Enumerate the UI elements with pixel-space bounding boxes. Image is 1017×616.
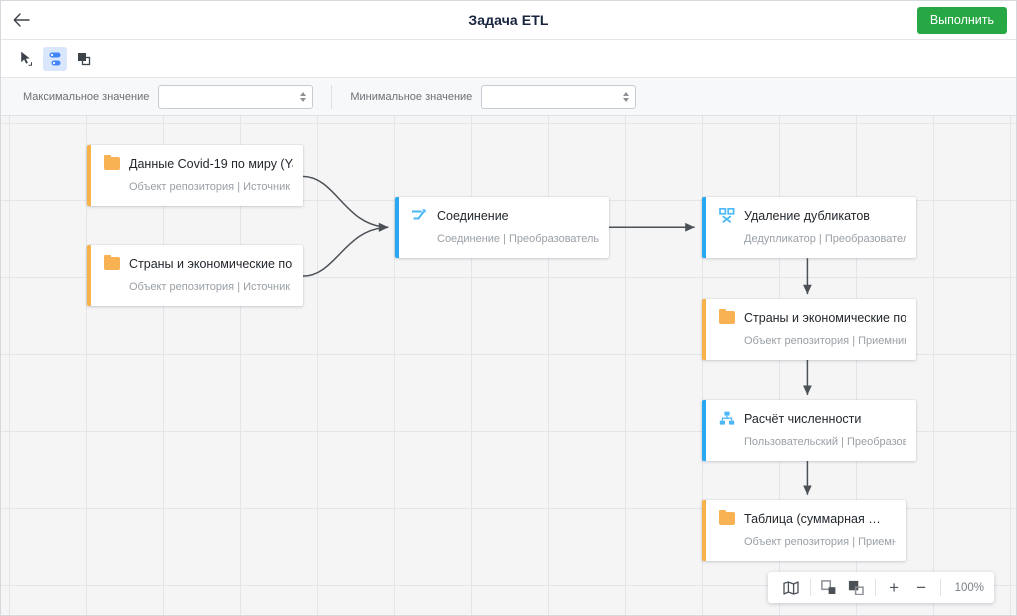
node-title: Расчёт численности bbox=[744, 411, 862, 426]
node-subtitle: Объект репозитория | Приемник bbox=[744, 536, 896, 548]
zoom-in-button[interactable]: + bbox=[889, 578, 900, 597]
node-header: Таблица (суммарная … bbox=[718, 509, 896, 528]
max-value-stepper[interactable] bbox=[300, 91, 307, 102]
node-title: Удаление дубликатов bbox=[744, 208, 870, 223]
node-header: Страны и экономические пок… bbox=[718, 308, 906, 327]
stepper-down-icon[interactable] bbox=[623, 97, 630, 102]
graph-node-countries-source[interactable]: Страны и экономические пок… Объект репоз… bbox=[87, 245, 303, 306]
min-value-filter: Минимальное значение bbox=[350, 84, 637, 109]
min-value-input[interactable] bbox=[481, 84, 637, 109]
node-accent-bar bbox=[702, 400, 706, 461]
snapshot-icon bbox=[78, 52, 91, 65]
node-accent-bar bbox=[702, 197, 706, 258]
graph-node-join[interactable]: Соединение Соединение | Преобразователь bbox=[395, 197, 609, 258]
back-button[interactable] bbox=[1, 1, 41, 39]
snapshot-tool[interactable] bbox=[72, 47, 96, 71]
node-title: Страны и экономические пок… bbox=[744, 310, 906, 325]
page-title: Задача ETL bbox=[468, 12, 549, 28]
filter-divider bbox=[331, 84, 333, 109]
node-title: Соединение bbox=[437, 208, 509, 223]
folder-icon bbox=[103, 154, 120, 172]
canvas-toolbar bbox=[1, 40, 1016, 78]
node-accent-bar bbox=[395, 197, 399, 258]
node-header: Данные Covid-19 по миру (Yan… bbox=[103, 154, 293, 173]
edge-covid-join bbox=[302, 175, 389, 232]
node-header: Расчёт численности bbox=[718, 409, 906, 428]
minimap-button[interactable] bbox=[778, 573, 805, 602]
pointer-select-icon bbox=[20, 51, 32, 66]
node-title: Страны и экономические пок… bbox=[129, 256, 293, 271]
node-body: Удаление дубликатов Дедупликатор | Преоб… bbox=[706, 197, 916, 258]
node-accent-bar bbox=[87, 145, 91, 206]
max-value-label: Максимальное значение bbox=[23, 90, 150, 103]
layout-align-icon bbox=[49, 52, 61, 65]
node-subtitle: Дедупликатор | Преобразователь bbox=[744, 233, 906, 245]
min-value-label: Минимальное значение bbox=[350, 90, 473, 103]
window-header: Задача ETL Выполнить bbox=[1, 1, 1016, 40]
node-subtitle: Объект репозитория | Источник bbox=[129, 181, 291, 193]
zoom-divider bbox=[874, 579, 876, 596]
stepper-down-icon[interactable] bbox=[300, 97, 307, 102]
zoom-divider bbox=[809, 579, 811, 596]
node-body: Данные Covid-19 по миру (Yan… Объект реп… bbox=[91, 145, 303, 206]
node-title: Таблица (суммарная … bbox=[744, 511, 881, 526]
zoom-out-button[interactable]: − bbox=[916, 578, 927, 597]
etl-graph-canvas[interactable]: Данные Covid-19 по миру (Yan… Объект реп… bbox=[1, 116, 1016, 615]
graph-node-countries-sink[interactable]: Страны и экономические пок… Объект репоз… bbox=[702, 299, 916, 360]
pointer-select-tool[interactable] bbox=[14, 47, 38, 71]
node-title: Данные Covid-19 по миру (Yan… bbox=[129, 156, 293, 171]
hierarchy-icon bbox=[718, 410, 735, 427]
minimap-icon bbox=[783, 580, 799, 595]
stepper-up-icon[interactable] bbox=[300, 91, 307, 96]
fit-to-content-button[interactable] bbox=[816, 573, 843, 602]
max-value-input[interactable] bbox=[158, 84, 314, 109]
node-header: Страны и экономические пок… bbox=[103, 254, 293, 273]
zoom-divider bbox=[939, 579, 941, 596]
node-subtitle: Объект репозитория | Источник bbox=[129, 281, 291, 293]
node-subtitle: Пользовательский | Преобразова… bbox=[744, 436, 906, 448]
zoom-percent-label: 100% bbox=[954, 581, 984, 594]
graph-node-summary-table[interactable]: Таблица (суммарная … Объект репозитория … bbox=[702, 500, 906, 561]
fit-to-screen-button[interactable] bbox=[843, 573, 870, 602]
graph-node-deduplicate[interactable]: Удаление дубликатов Дедупликатор | Преоб… bbox=[702, 197, 916, 258]
filter-bar: Максимальное значение Минимальное значен… bbox=[1, 78, 1016, 116]
node-header: Удаление дубликатов bbox=[718, 206, 906, 225]
zoom-control-bar: + − 100% bbox=[767, 572, 994, 603]
node-header: Соединение bbox=[411, 206, 599, 225]
run-button[interactable]: Выполнить bbox=[916, 7, 1007, 34]
node-body: Страны и экономические пок… Объект репоз… bbox=[91, 245, 303, 306]
deduplicate-icon bbox=[718, 207, 735, 224]
graph-node-covid-source[interactable]: Данные Covid-19 по миру (Yan… Объект реп… bbox=[87, 145, 303, 206]
node-subtitle: Соединение | Преобразователь bbox=[437, 233, 599, 245]
node-subtitle: Объект репозитория | Приемник bbox=[744, 335, 906, 347]
graph-node-population-calc[interactable]: Расчёт численности Пользовательский | Пр… bbox=[702, 400, 916, 461]
folder-icon bbox=[718, 509, 735, 527]
max-value-filter: Максимальное значение bbox=[23, 84, 314, 109]
layout-align-tool[interactable] bbox=[43, 46, 67, 71]
min-value-stepper[interactable] bbox=[623, 91, 630, 102]
folder-icon bbox=[103, 254, 120, 272]
node-body: Соединение Соединение | Преобразователь bbox=[399, 197, 609, 258]
node-body: Страны и экономические пок… Объект репоз… bbox=[706, 299, 916, 360]
node-accent-bar bbox=[702, 500, 706, 561]
edge-countries-join bbox=[302, 223, 389, 277]
node-accent-bar bbox=[87, 245, 91, 306]
join-arrow-icon bbox=[411, 207, 428, 224]
folder-icon bbox=[718, 308, 735, 326]
stepper-up-icon[interactable] bbox=[623, 91, 630, 96]
node-body: Расчёт численности Пользовательский | Пр… bbox=[706, 400, 916, 461]
fit-to-content-icon bbox=[821, 580, 836, 594]
node-body: Таблица (суммарная … Объект репозитория … bbox=[706, 500, 906, 561]
arrow-left-icon bbox=[13, 13, 30, 27]
fit-to-screen-icon bbox=[848, 580, 864, 595]
graph-edges bbox=[302, 175, 812, 495]
node-accent-bar bbox=[702, 299, 706, 360]
